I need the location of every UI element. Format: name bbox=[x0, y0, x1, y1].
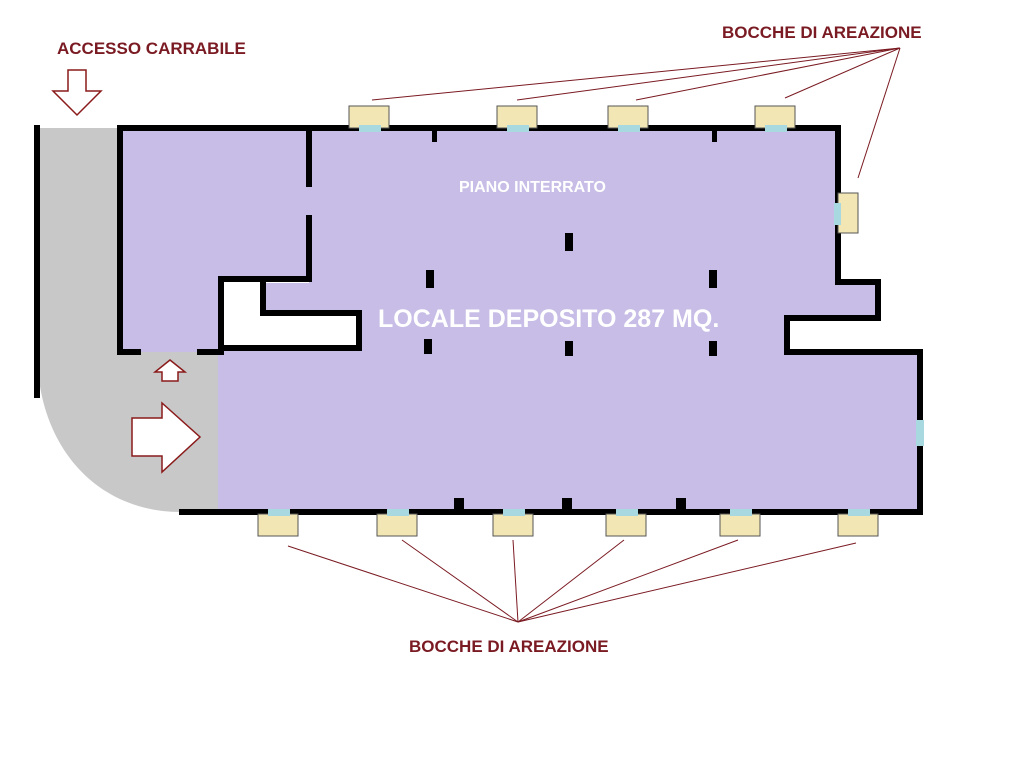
pillar bbox=[709, 341, 717, 356]
leader-lines-top bbox=[371, 47, 901, 179]
leader-lines-bottom bbox=[287, 539, 857, 623]
vent bbox=[492, 509, 534, 537]
vent bbox=[834, 192, 859, 234]
pillar bbox=[709, 270, 717, 288]
wall-stubs bbox=[432, 128, 717, 512]
pillar bbox=[426, 270, 434, 288]
entry-arrow-down-icon bbox=[51, 69, 103, 117]
vents-top bbox=[348, 105, 859, 234]
vent bbox=[837, 509, 879, 537]
storage-floor-area bbox=[120, 128, 920, 512]
vent bbox=[257, 509, 299, 537]
vent bbox=[496, 105, 538, 132]
pillar bbox=[424, 339, 432, 354]
window-opening bbox=[916, 420, 924, 446]
direction-arrow-right-icon bbox=[131, 401, 202, 474]
vents-bottom bbox=[257, 509, 879, 537]
vent bbox=[376, 509, 418, 537]
vent bbox=[754, 105, 796, 132]
vent bbox=[607, 105, 649, 132]
walls bbox=[34, 125, 923, 515]
vents-bottom-label: BOCCHE DI AREAZIONE bbox=[409, 637, 609, 656]
driveway-access-label: ACCESSO CARRABILE bbox=[57, 39, 246, 58]
pillars bbox=[424, 233, 717, 356]
floor-level-label: PIANO INTERRATO bbox=[459, 179, 606, 196]
pillar bbox=[565, 233, 573, 251]
pillar bbox=[565, 341, 573, 356]
room-label: LOCALE DEPOSITO 287 MQ. bbox=[378, 305, 719, 333]
vents-top-label: BOCCHE DI AREAZIONE bbox=[722, 23, 922, 42]
vent bbox=[605, 509, 647, 537]
vent bbox=[719, 509, 761, 537]
direction-arrow-up-icon bbox=[152, 359, 188, 382]
vent bbox=[348, 105, 390, 132]
